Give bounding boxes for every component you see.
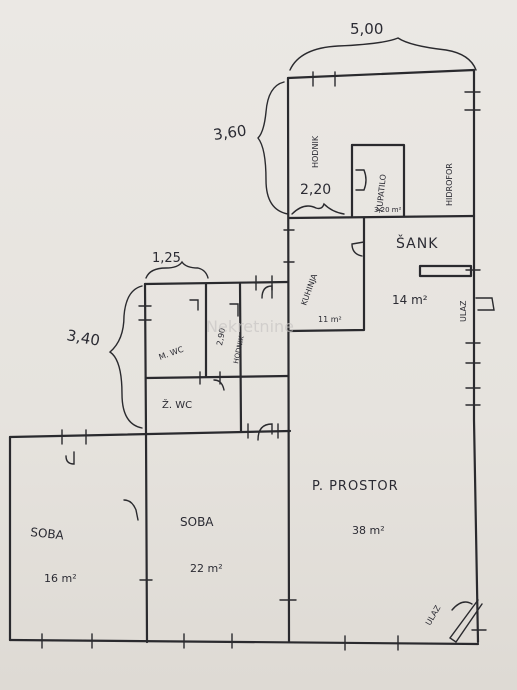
wall-kupatilo xyxy=(350,143,406,218)
room-labels: HODNIK KUPATILO 3,20 m² HIDROFOR ŠANK KU… xyxy=(30,135,468,627)
dimension-ticks xyxy=(41,71,487,651)
wall-wc-top xyxy=(143,280,290,286)
wall-soba-top xyxy=(8,429,292,439)
dim-hall-width: 2,20 xyxy=(300,182,331,198)
door-z-wc-top xyxy=(213,379,225,391)
wall-wc-left xyxy=(143,282,148,435)
wall-wc-middle xyxy=(144,374,290,380)
dimension-labels: 5,00 3,60 2,20 1,25 3,40 xyxy=(65,20,383,350)
door-m-wc xyxy=(189,299,199,311)
label-m-wc: M. WC xyxy=(158,345,185,362)
dimension-braces xyxy=(108,37,477,429)
door-soba-left xyxy=(65,451,75,465)
sank-counter xyxy=(418,264,473,278)
dim-top-width: 5,00 xyxy=(350,20,383,38)
door-hodnik xyxy=(261,285,273,299)
wall-bottom xyxy=(8,638,480,646)
label-ulaz-right: ULAZ xyxy=(459,300,468,322)
door-wc-inner xyxy=(229,303,239,317)
label-hodnik-top: HODNIK xyxy=(311,135,320,168)
walls xyxy=(8,68,480,646)
label-soba-left-area: 16 m² xyxy=(44,572,77,585)
wall-wc-inner-2 xyxy=(238,282,243,433)
label-p-prostor: P. PROSTOR xyxy=(312,479,399,494)
wall-kuhinja xyxy=(287,216,366,333)
wall-hall-bottom xyxy=(287,214,476,220)
door-ulaz-right xyxy=(475,297,495,311)
wall-center-vertical xyxy=(286,76,291,644)
brace-wc-width xyxy=(145,260,209,279)
doors xyxy=(65,169,495,643)
label-wc-area: 2,90 xyxy=(215,327,227,346)
brace-wc-height xyxy=(108,285,143,429)
label-soba-mid-area: 22 m² xyxy=(190,562,223,575)
label-soba-mid: SOBA xyxy=(180,515,214,529)
watermark: Nekretnine xyxy=(206,317,294,336)
wall-between-sobe xyxy=(144,431,149,644)
label-sank: ŠANK xyxy=(396,234,438,252)
door-soba-mid xyxy=(123,499,139,521)
dim-hall-height: 3,60 xyxy=(212,121,248,143)
label-kuhinja-area: 11 m² xyxy=(318,315,342,324)
label-z-wc: Ž. WC xyxy=(162,398,192,411)
label-main-area: 14 m² xyxy=(392,293,428,307)
label-p-prostor-area: 38 m² xyxy=(352,524,385,537)
wall-right xyxy=(286,68,480,644)
dim-wc-height: 3,40 xyxy=(65,326,101,350)
label-ulaz-bottom: ULAZ xyxy=(424,603,443,627)
door-kupatilo xyxy=(355,169,367,191)
label-kupatilo: KUPATILO xyxy=(375,174,388,212)
dim-wc-width: 1,25 xyxy=(152,251,181,266)
label-hidrofor: HIDROFOR xyxy=(445,163,454,206)
door-kuhinja xyxy=(351,241,365,257)
label-kupatilo-area: 3,20 m² xyxy=(374,206,402,214)
brace-top-width xyxy=(289,37,477,71)
label-kuhinja: KUHINJA xyxy=(299,272,319,307)
brace-hall-width xyxy=(291,202,345,215)
door-ulaz-swing xyxy=(451,601,473,611)
door-ulaz-bottom xyxy=(449,599,483,643)
label-hodnik-small: HODNIK xyxy=(232,335,246,365)
brace-hall-height xyxy=(257,81,289,215)
door-corridor xyxy=(257,423,273,441)
label-soba-left: SOBA xyxy=(30,525,66,543)
